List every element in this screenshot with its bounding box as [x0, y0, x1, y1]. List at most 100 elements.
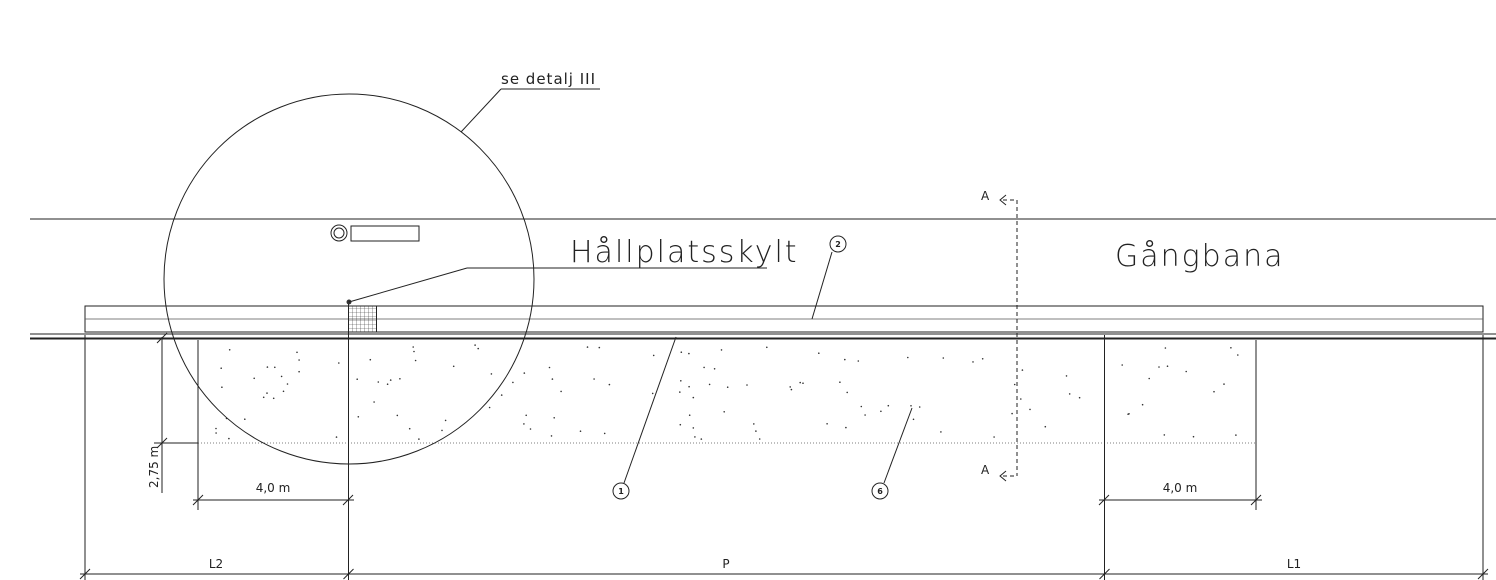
stipple-dot	[220, 367, 222, 370]
stipple-dot	[298, 359, 300, 361]
stipple-dot	[262, 396, 265, 399]
stipple-dot	[560, 390, 562, 393]
stipple-dot	[338, 362, 340, 364]
stipple-dot	[880, 410, 882, 413]
detail-circle	[163, 93, 535, 465]
stipple-dot	[286, 383, 289, 385]
stipple-dot	[713, 368, 716, 370]
stipple-dot	[523, 423, 525, 425]
stipple-dot	[723, 411, 725, 413]
stipple-dot	[335, 436, 338, 438]
stipple-dot	[818, 352, 820, 355]
section-top-label: A	[981, 189, 990, 203]
stop-sign-hatched-symbol	[348, 305, 377, 333]
stipple-dot	[972, 361, 974, 363]
stipple-dot	[413, 350, 415, 353]
stipple-dot	[280, 375, 283, 378]
marker-2-leader	[811, 251, 833, 320]
stipple-dot	[1128, 413, 1130, 415]
detail-callout-label: se detalj III	[501, 70, 596, 88]
stipple-dot	[441, 429, 443, 432]
stipple-dot	[1013, 383, 1016, 386]
segment-tick-right	[1477, 568, 1489, 580]
stipple-dot	[399, 378, 401, 380]
stipple-dot	[477, 347, 480, 350]
stipple-dot	[700, 438, 703, 440]
stop-sign-pole-inner-icon	[333, 227, 345, 239]
stipple-dot	[1166, 365, 1169, 368]
stipple-dot	[1141, 403, 1144, 406]
marker-1-leader	[623, 336, 677, 484]
marker-6-leader	[883, 407, 913, 484]
stipple-dot	[1121, 364, 1123, 366]
marker-1-circle	[612, 482, 630, 500]
marker-6-circle	[871, 482, 889, 500]
stipple-dot	[253, 377, 255, 380]
segment-p-label: P	[722, 557, 729, 571]
stipple-dot	[694, 436, 696, 438]
stipple-dot	[993, 436, 995, 438]
marker-1-label: 1	[618, 487, 624, 496]
stipple-dot	[887, 404, 890, 407]
stipple-dot	[414, 359, 417, 362]
stipple-dot	[1185, 370, 1187, 373]
stipple-dot	[726, 386, 729, 389]
stipple-dot	[408, 427, 411, 430]
stipple-dot	[389, 379, 392, 381]
stipple-dot	[598, 346, 601, 349]
depth-dimension-label: 2,75 m	[147, 446, 161, 488]
stipple-dot	[244, 418, 246, 421]
stipple-dot	[802, 382, 804, 385]
bus-bay-stipple	[215, 344, 1239, 440]
stipple-dot	[1235, 434, 1237, 436]
stipple-dot	[529, 428, 532, 430]
right-taper-label: 4,0 m	[1163, 481, 1198, 495]
stipple-dot	[1068, 393, 1071, 395]
segment-l1-label: L1	[1287, 557, 1301, 571]
stipple-dot	[274, 366, 276, 369]
stipple-dot	[826, 423, 828, 425]
stipple-dot	[377, 381, 380, 383]
stipple-dot	[444, 419, 447, 422]
stipple-dot	[679, 423, 682, 426]
stipple-dot	[680, 380, 682, 382]
stipple-dot	[266, 366, 269, 368]
stipple-dot	[942, 357, 945, 359]
stipple-dot	[386, 383, 389, 386]
right-taper-tick-a	[1098, 494, 1110, 506]
stipple-dot	[845, 426, 847, 429]
stipple-dot	[1237, 354, 1239, 356]
stipple-dot	[1078, 396, 1081, 399]
stipple-dot	[692, 396, 695, 399]
left-taper-tick-a	[192, 494, 204, 506]
stipple-dot	[864, 414, 866, 416]
stipple-dot	[720, 349, 723, 351]
stipple-dot	[912, 418, 915, 421]
stipple-dot	[586, 346, 589, 348]
stipple-dot	[551, 378, 554, 380]
stipple-dot	[703, 366, 705, 369]
stop-sign-label: Hållplatsskylt	[570, 234, 799, 270]
detail-leader-line	[460, 88, 502, 133]
stipple-dot	[266, 392, 268, 394]
stipple-dot	[799, 381, 801, 384]
stipple-dot	[1158, 366, 1160, 368]
segment-tick-l2p	[343, 568, 354, 580]
marker-2-circle	[829, 235, 847, 253]
stipple-dot	[474, 344, 476, 346]
stipple-dot	[525, 414, 527, 417]
left-taper-tick-b	[342, 494, 354, 506]
stipple-dot	[282, 390, 285, 393]
stipple-dot	[608, 383, 611, 386]
stipple-dot	[396, 414, 399, 417]
stipple-dot	[766, 346, 768, 349]
stipple-dot	[228, 437, 230, 440]
stipple-dot	[1065, 375, 1068, 377]
stop-sign-pole-icon	[330, 224, 348, 242]
right-taper-tick-b	[1250, 494, 1262, 506]
stipple-dot	[844, 358, 846, 361]
stipple-dot	[1223, 383, 1225, 385]
stipple-dot	[1148, 377, 1150, 380]
stipple-dot	[651, 392, 654, 395]
